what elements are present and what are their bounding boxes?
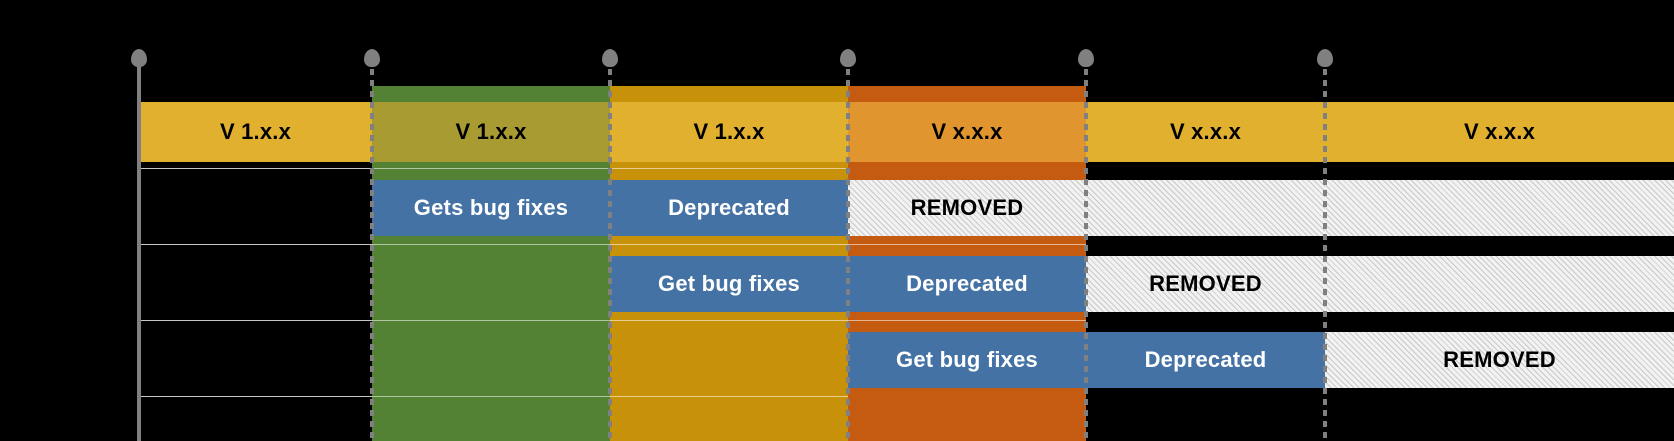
- version-cell-r1c2: V 1.x.x: [372, 102, 610, 162]
- milestone-knob-3: [602, 49, 618, 67]
- row-separator-1: [139, 168, 372, 169]
- status-cell-r1c3: Deprecated: [610, 180, 848, 236]
- version-cell-r1c3: V 1.x.x: [610, 102, 848, 162]
- status-cell-r3c4: Get bug fixes: [848, 332, 1086, 388]
- status-label: REMOVED: [910, 195, 1024, 220]
- status-cell-r2c6: [1325, 256, 1674, 312]
- inner-separator-2: [372, 244, 1086, 245]
- milestone-line-3: [608, 58, 612, 441]
- version-label: V 1.x.x: [455, 119, 527, 144]
- row-separator-2: [139, 244, 372, 245]
- status-label: Get bug fixes: [658, 271, 800, 296]
- status-cell-r1c5: [1086, 180, 1325, 236]
- version-cell-r1c1: V 1.x.x: [139, 102, 372, 162]
- version-cell-r1c6: V x.x.x: [1325, 102, 1674, 162]
- status-label: Deprecated: [906, 271, 1028, 296]
- milestone-line-6: [1323, 58, 1327, 441]
- version-label: V x.x.x: [1463, 119, 1536, 144]
- inner-separator-3: [372, 320, 1086, 321]
- milestone-knob-6: [1317, 49, 1333, 67]
- status-cell-r1c6: [1325, 180, 1674, 236]
- version-cell-r1c4: V x.x.x: [848, 102, 1086, 162]
- milestone-knob-2: [364, 49, 380, 67]
- row-separator-4: [139, 396, 372, 397]
- milestone-line-5: [1084, 58, 1088, 441]
- milestone-knob-5: [1078, 49, 1094, 67]
- status-cell-r1c4: REMOVED: [848, 180, 1086, 236]
- milestone-line-2: [370, 58, 374, 441]
- version-cell-r1c5: V x.x.x: [1086, 102, 1325, 162]
- row-separator-3: [139, 320, 372, 321]
- status-cell-r2c3: Get bug fixes: [610, 256, 848, 312]
- version-label: V x.x.x: [1169, 119, 1242, 144]
- status-cell-r3c5: Deprecated: [1086, 332, 1325, 388]
- status-cell-r1c2: Gets bug fixes: [372, 180, 610, 236]
- version-label: V 1.x.x: [219, 119, 292, 144]
- milestone-line-4: [846, 58, 850, 441]
- milestone-line-1: [137, 58, 141, 441]
- status-cell-r2c4: Deprecated: [848, 256, 1086, 312]
- status-label: Get bug fixes: [896, 347, 1038, 372]
- status-label: Gets bug fixes: [413, 195, 569, 220]
- status-label: Deprecated: [1144, 347, 1267, 372]
- status-cell-r3c6: REMOVED: [1325, 332, 1674, 388]
- version-label: V x.x.x: [931, 119, 1003, 144]
- status-cell-r2c5: REMOVED: [1086, 256, 1325, 312]
- version-label: V 1.x.x: [693, 119, 765, 144]
- status-label: REMOVED: [1149, 271, 1262, 296]
- status-label: Deprecated: [668, 195, 790, 220]
- milestone-knob-1: [131, 49, 147, 67]
- milestone-knob-4: [840, 49, 856, 67]
- status-label: REMOVED: [1443, 347, 1556, 372]
